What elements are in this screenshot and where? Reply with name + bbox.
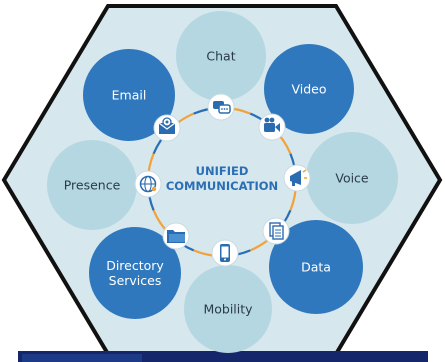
mobile-phone-icon: [211, 239, 239, 267]
node-presence-label: Presence: [64, 178, 121, 193]
folder-icon: [162, 222, 190, 250]
node-voice: Voice: [306, 132, 398, 224]
video-camera-icon: [258, 113, 286, 141]
node-presence: Presence: [47, 140, 137, 230]
node-email-label: Email: [112, 88, 147, 103]
megaphone-icon: [283, 164, 311, 192]
node-chat-circle: [176, 11, 266, 101]
node-data-circle: [269, 220, 363, 314]
node-voice-circle: [306, 132, 398, 224]
node-video-label: Video: [291, 82, 326, 97]
node-email: Email: [83, 49, 175, 141]
icons-layer: [134, 93, 311, 267]
node-data: Data: [269, 220, 363, 314]
node-video-circle: [264, 44, 354, 134]
documents-icon: [262, 217, 290, 245]
bottom-bar: [18, 351, 428, 362]
node-mobility: Mobility: [184, 265, 272, 353]
node-mobility-label: Mobility: [203, 302, 253, 317]
node-directory-services-circle: [89, 227, 181, 319]
node-directory-services-label: Directory: [106, 258, 164, 273]
node-data-label: Data: [301, 260, 331, 275]
node-video: Video: [264, 44, 354, 134]
node-directory-services-label: Services: [109, 273, 162, 288]
node-mobility-circle: [184, 265, 272, 353]
center-label-line2: COMMUNICATION: [166, 179, 278, 193]
globe-network-icon: [134, 170, 162, 198]
node-chat-label: Chat: [206, 49, 235, 64]
chat-bubbles-icon: [207, 93, 235, 121]
center-label-line1: UNIFIED: [196, 164, 249, 178]
envelope-at-icon: [153, 114, 181, 142]
node-presence-circle: [47, 140, 137, 230]
node-email-circle: [83, 49, 175, 141]
node-voice-label: Voice: [335, 171, 369, 186]
node-chat: Chat: [176, 11, 266, 101]
